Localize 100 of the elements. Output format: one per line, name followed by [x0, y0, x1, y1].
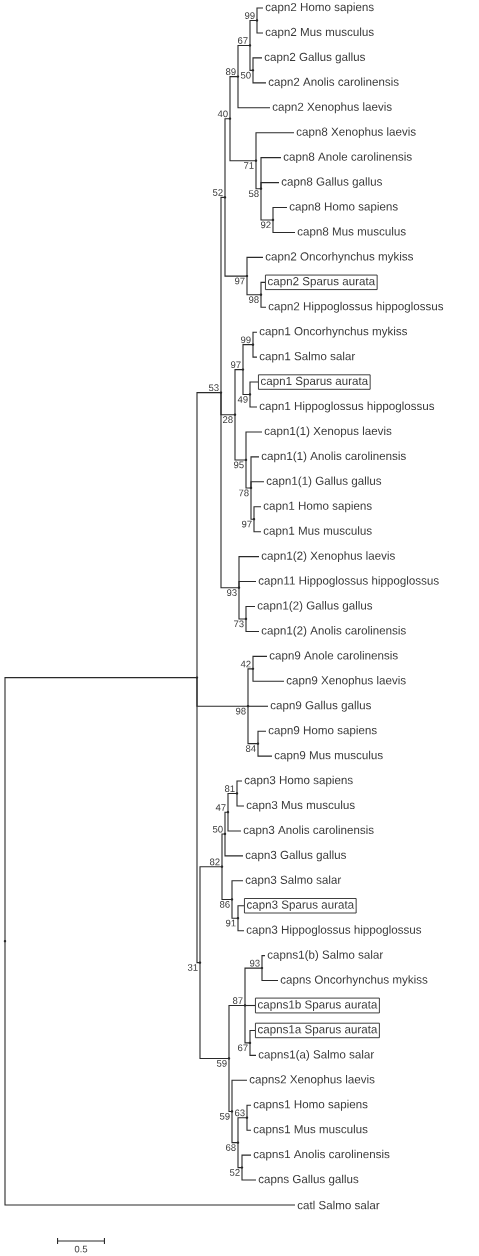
branch-line: [252, 331, 258, 346]
branch-line: [221, 866, 233, 901]
branch-line: [237, 1142, 243, 1169]
branch-line: [246, 275, 262, 296]
branch-line: [261, 967, 279, 982]
branch-line: [252, 344, 258, 358]
bootstrap-value: 42: [240, 660, 251, 668]
species-label: capn1(2) Anolis carolinensis: [261, 626, 406, 637]
branch-line: [249, 381, 259, 396]
branch-line: [237, 917, 245, 932]
species-label: capn9 Homo sapiens: [268, 725, 377, 737]
species-label: capn9 Anole carolinensis: [269, 651, 398, 662]
branch-line: [245, 605, 256, 620]
branch-line: [241, 1154, 252, 1169]
species-label: capns2 Xenophus laevis: [249, 1074, 375, 1086]
species-label: capn3 Gallus gallus: [245, 850, 346, 862]
bootstrap-value: 97: [231, 361, 241, 369]
branch-line: [224, 811, 229, 835]
species-label: capn2 Homo sapiens: [265, 2, 374, 14]
branch-line: [4, 677, 198, 942]
branch-line: [220, 196, 226, 394]
bootstrap-value: 95: [234, 461, 244, 469]
bootstrap-value: 50: [212, 825, 223, 833]
species-label: capns1(b) Salmo salar: [267, 950, 384, 962]
branch-line: [249, 1042, 257, 1056]
bootstrap-value: 91: [226, 919, 236, 927]
species-label: capn2 Oncorhynchus mykiss: [265, 252, 414, 263]
bootstrap-value: 84: [245, 745, 256, 752]
branch-line: [249, 44, 254, 71]
species-label: capns1(a) Salmo salar: [258, 1050, 375, 1061]
boxed-species-label: capn3 Sparus aurata: [244, 898, 357, 914]
branch-line: [220, 392, 240, 589]
branch-line: [228, 1057, 233, 1113]
branch-line: [227, 811, 242, 832]
species-label: capns1 Homo sapiens: [253, 1099, 368, 1111]
branch-line: [231, 880, 244, 901]
branch-line: [246, 256, 264, 277]
branch-line: [231, 1079, 248, 1113]
species-label: capn11 Hippoglossus hippoglossus: [258, 576, 439, 587]
species-label: capn9 Gallus gallus: [270, 700, 371, 712]
species-label: capns Oncorhynchus mykiss: [280, 975, 428, 986]
bootstrap-value: 99: [245, 12, 255, 19]
boxed-species-label: capn2 Sparus aurata: [265, 274, 378, 291]
branch-line: [234, 369, 244, 416]
branch-line: [260, 294, 267, 308]
boxed-species-label: capns1b Sparus aurata: [255, 997, 380, 1014]
branch-line: [272, 206, 288, 221]
branch-line: [238, 581, 257, 589]
branch-line: [256, 7, 264, 22]
branch-line: [260, 182, 280, 190]
species-label: capn8 Gallus gallus: [281, 177, 382, 188]
species-label: capn8 Anole carolinensis: [283, 152, 412, 164]
branch-line: [255, 132, 295, 162]
bootstrap-value: 50: [240, 71, 251, 79]
branch-line: [196, 677, 201, 964]
species-label: capn1(2) Gallus gallus: [257, 601, 373, 612]
branch-line: [249, 394, 258, 408]
bootstrap-value: 98: [236, 707, 246, 715]
branch-line: [250, 487, 255, 520]
bootstrap-value: 98: [249, 296, 259, 303]
bootstrap-value: 82: [209, 858, 220, 866]
branch-line: [252, 69, 267, 84]
species-label: capn3 Salmo salar: [245, 875, 342, 887]
species-label: capn9 Mus musculus: [274, 750, 383, 762]
species-label: capn8 Xenophus laevis: [296, 127, 416, 139]
species-label: capns1 Anolis carolinensis: [253, 1149, 390, 1161]
bootstrap-value: 59: [219, 1113, 230, 1120]
branch-line: [227, 793, 238, 813]
branch-line: [237, 905, 245, 919]
bootstrap-value: 93: [227, 589, 237, 597]
branch-line: [252, 655, 268, 670]
bootstrap-value: 97: [242, 520, 252, 528]
branch-line: [4, 940, 296, 1206]
bootstrap-value: 47: [215, 804, 226, 811]
branch-line: [199, 866, 223, 964]
bootstrap-value: 49: [237, 396, 248, 403]
bootstrap-value: 97: [235, 277, 245, 285]
bootstrap-value: 53: [208, 384, 219, 392]
branch-line: [244, 967, 263, 1007]
species-label: capn2 Anolis carolinensis: [268, 77, 399, 89]
branch-line: [249, 19, 258, 46]
species-label: capn1 Homo sapiens: [263, 501, 372, 513]
bootstrap-value: 28: [223, 416, 233, 424]
bootstrap-value: 92: [261, 221, 271, 229]
bootstrap-value: 71: [244, 162, 254, 169]
branch-line: [237, 1117, 248, 1144]
species-label: catl Salmo salar: [297, 1200, 380, 1210]
bootstrap-value: 67: [238, 37, 248, 44]
bootstrap-value: 52: [212, 189, 223, 196]
branch-line: [224, 118, 231, 198]
branch-line: [244, 1004, 256, 1007]
branch-line: [196, 392, 222, 679]
bootstrap-value: 93: [250, 959, 260, 967]
species-label: capn1 Salmo salar: [259, 351, 356, 363]
species-label: capn8 Homo sapiens: [289, 202, 398, 213]
species-label: capn1(1) Anolis carolinensis: [261, 451, 406, 463]
branch-line: [228, 1004, 246, 1060]
branch-line: [241, 1167, 257, 1181]
branch-line: [236, 793, 245, 807]
branch-line: [255, 160, 262, 190]
